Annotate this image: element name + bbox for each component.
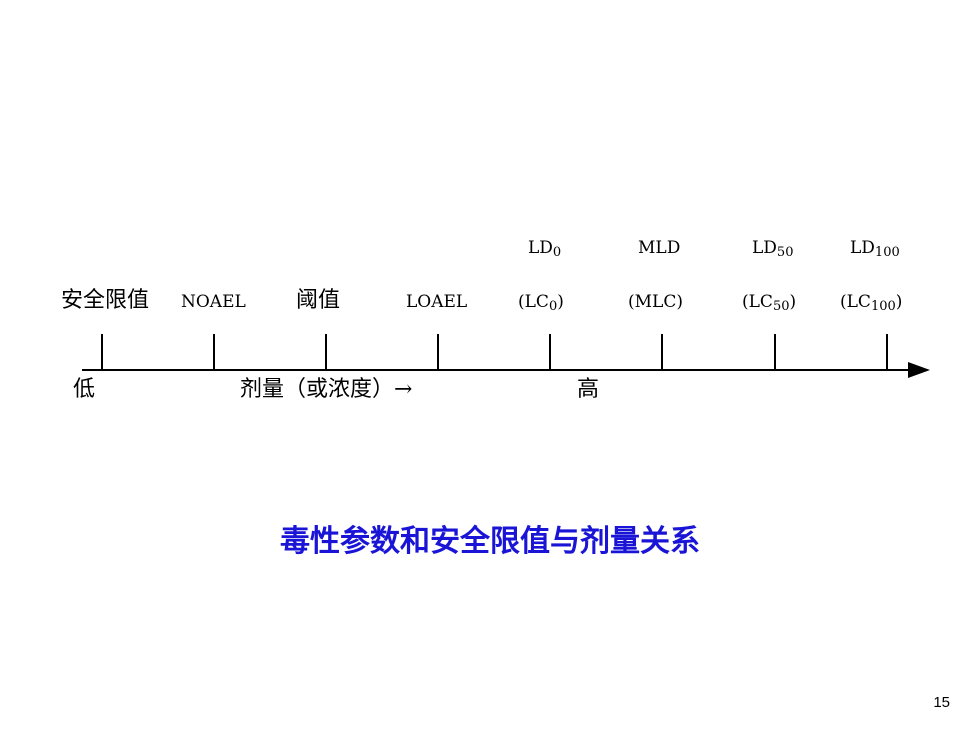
lc100-label: (LC100) [840, 292, 903, 314]
tick-mld [661, 334, 663, 370]
tick-ld100 [886, 334, 888, 370]
tick-ld0 [549, 334, 551, 370]
tick-loael [437, 334, 439, 370]
diagram-caption: 毒性参数和安全限值与剂量关系 [280, 524, 700, 559]
ld100-label: LD100 [850, 238, 900, 260]
page-number: 15 [933, 694, 950, 711]
lc0-label: (LC0) [518, 292, 564, 314]
axis-low-label: 低 [73, 377, 96, 402]
tick-ld50 [774, 334, 776, 370]
axis-dose-label: 剂量（或浓度）→ [240, 377, 413, 402]
axis-high-label: 高 [577, 377, 600, 402]
ld0-label: LD0 [528, 238, 562, 260]
loael-label: LOAEL [406, 292, 468, 312]
dose-axis-line [82, 369, 912, 371]
axis-arrow-icon [908, 362, 930, 378]
tick-threshold [325, 334, 327, 370]
threshold-label: 阈值 [296, 288, 341, 313]
mld-label: MLD [638, 238, 681, 258]
safety-limit-label: 安全限值 [61, 288, 150, 313]
noael-label: NOAEL [181, 292, 246, 312]
lc50-label: (LC50) [742, 292, 797, 314]
tick-noael [213, 334, 215, 370]
ld50-label: LD50 [752, 238, 794, 260]
mlc-label: (MLC) [628, 292, 683, 312]
tick-safety-limit [101, 334, 103, 370]
